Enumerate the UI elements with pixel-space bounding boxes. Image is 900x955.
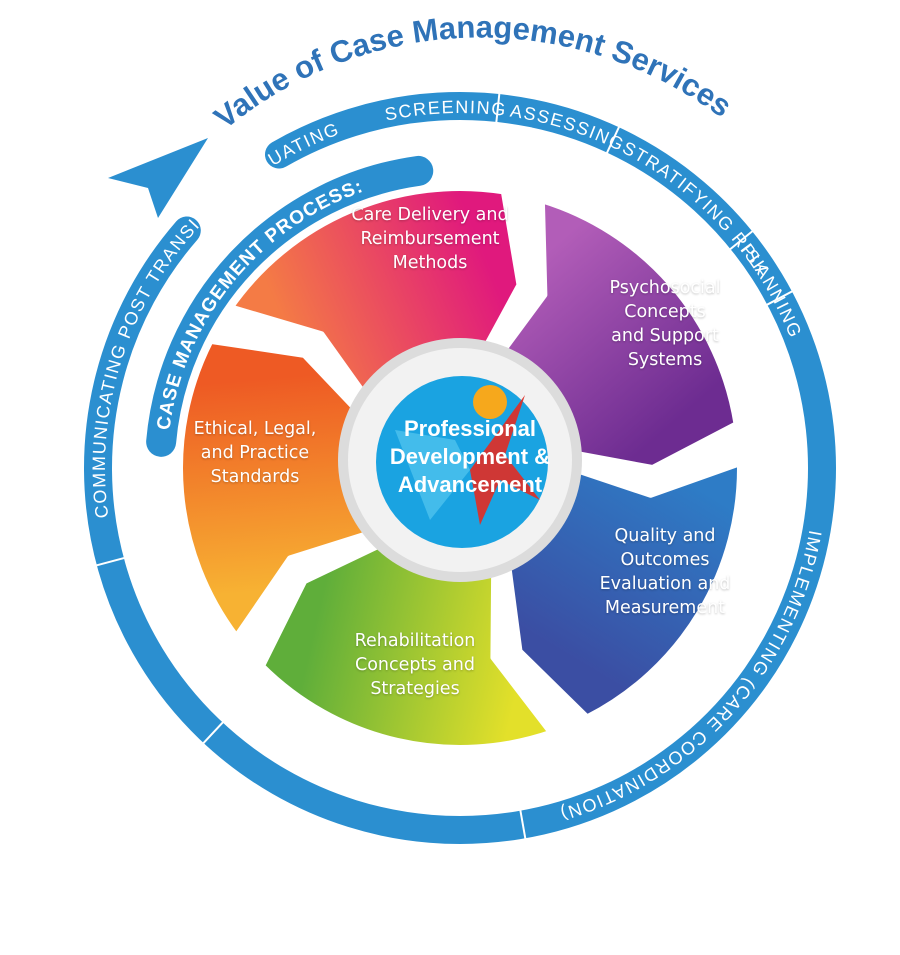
process-step-divider [495, 91, 501, 124]
segment-4-label: Rehabilitation Concepts and Strategies [354, 631, 476, 699]
center-label: Professional Development & Advancement [389, 416, 551, 497]
segment-3-label: Quality and Outcomes Evaluation and Meas… [599, 526, 731, 618]
person-star-icon [395, 385, 540, 525]
segment-1-label: Care Delivery and Reimbursement Methods [351, 205, 509, 273]
process-label-band [146, 155, 434, 457]
process-step-divider [94, 556, 127, 567]
process-step-divider [206, 186, 230, 212]
process-step-dividers [94, 91, 795, 841]
segment-5-label: Ethical, Legal, and Practice Standards [193, 419, 317, 487]
process-step-divider [201, 720, 225, 746]
process-arrow-head-icon [108, 138, 208, 218]
process-step-divider [765, 289, 795, 307]
process-ring [84, 92, 836, 844]
process-step-divider [519, 808, 527, 841]
process-step-divider [728, 229, 755, 252]
segment-2-label: Psychosocial Concepts and Support System… [609, 278, 721, 370]
process-step-divider [605, 124, 621, 155]
